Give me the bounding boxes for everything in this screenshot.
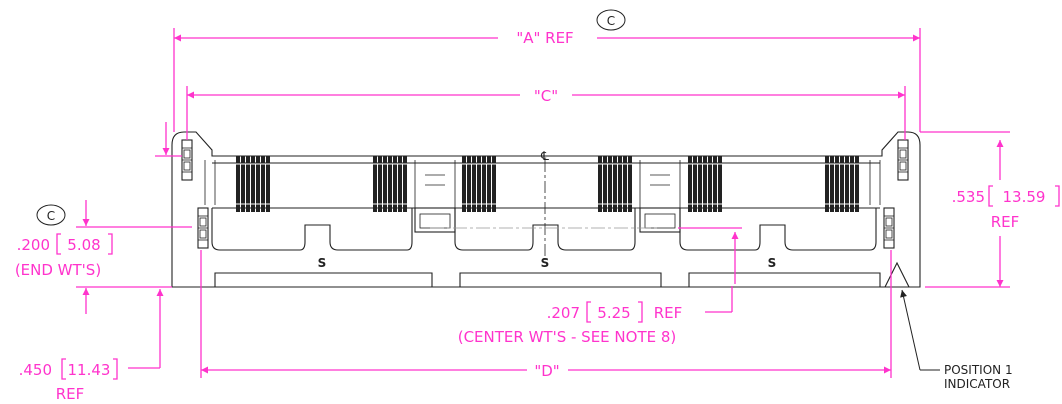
dim-center-metric: 5.25 [597, 304, 630, 322]
dim-height-ref: REF [991, 213, 1020, 231]
dim-end-metric: 5.08 [67, 236, 100, 254]
c-symbol-top: C [607, 14, 615, 28]
connector-body [171, 131, 921, 288]
dim-d: "D" [200, 250, 892, 380]
dim-height: .535 13.59 REF [920, 131, 1060, 288]
dim-a-ref-label: "A" REF [516, 29, 573, 47]
dim-base-value: .450 [19, 361, 52, 379]
part-mark-1: S [318, 256, 327, 270]
dim-end-weights: C .200 5.08 (END WT'S) [15, 200, 192, 314]
part-mark-3: S [768, 256, 777, 270]
dim-center-note: (CENTER WT'S - SEE NOTE 8) [458, 328, 677, 346]
dim-c-label: "C" [534, 87, 558, 105]
contact-coils [232, 155, 863, 213]
centerline-mark: ℄ [540, 149, 549, 163]
c-symbol-left: C [47, 209, 55, 223]
position-indicator-line1: POSITION 1 [944, 363, 1013, 377]
centerline: ℄ [430, 149, 660, 260]
position-1-callout: POSITION 1 INDICATOR [900, 289, 1013, 391]
dim-center-weights: .207 5.25 REF (CENTER WT'S - SEE NOTE 8) [458, 227, 742, 346]
position-1-triangle [884, 261, 910, 288]
dim-d-label: "D" [534, 362, 559, 380]
dim-base-ref: REF [56, 385, 85, 403]
dim-center-value: .207 [547, 304, 580, 322]
dim-height-value: .535 [952, 188, 985, 206]
dim-c: "C" [186, 86, 906, 140]
part-mark-2: S [541, 256, 550, 270]
dim-base: .450 11.43 REF [19, 289, 164, 403]
part-marks: S S S [318, 256, 777, 270]
dim-height-metric: 13.59 [1003, 188, 1046, 206]
dim-center-ref: REF [654, 304, 683, 322]
dim-end-note: (END WT'S) [15, 261, 101, 279]
dim-end-value: .200 [17, 236, 50, 254]
dim-end-tick [155, 122, 182, 157]
position-indicator-line2: INDICATOR [944, 377, 1010, 391]
dim-base-metric: 11.43 [68, 361, 111, 379]
dim-a-ref: "A" REF C [173, 9, 921, 132]
